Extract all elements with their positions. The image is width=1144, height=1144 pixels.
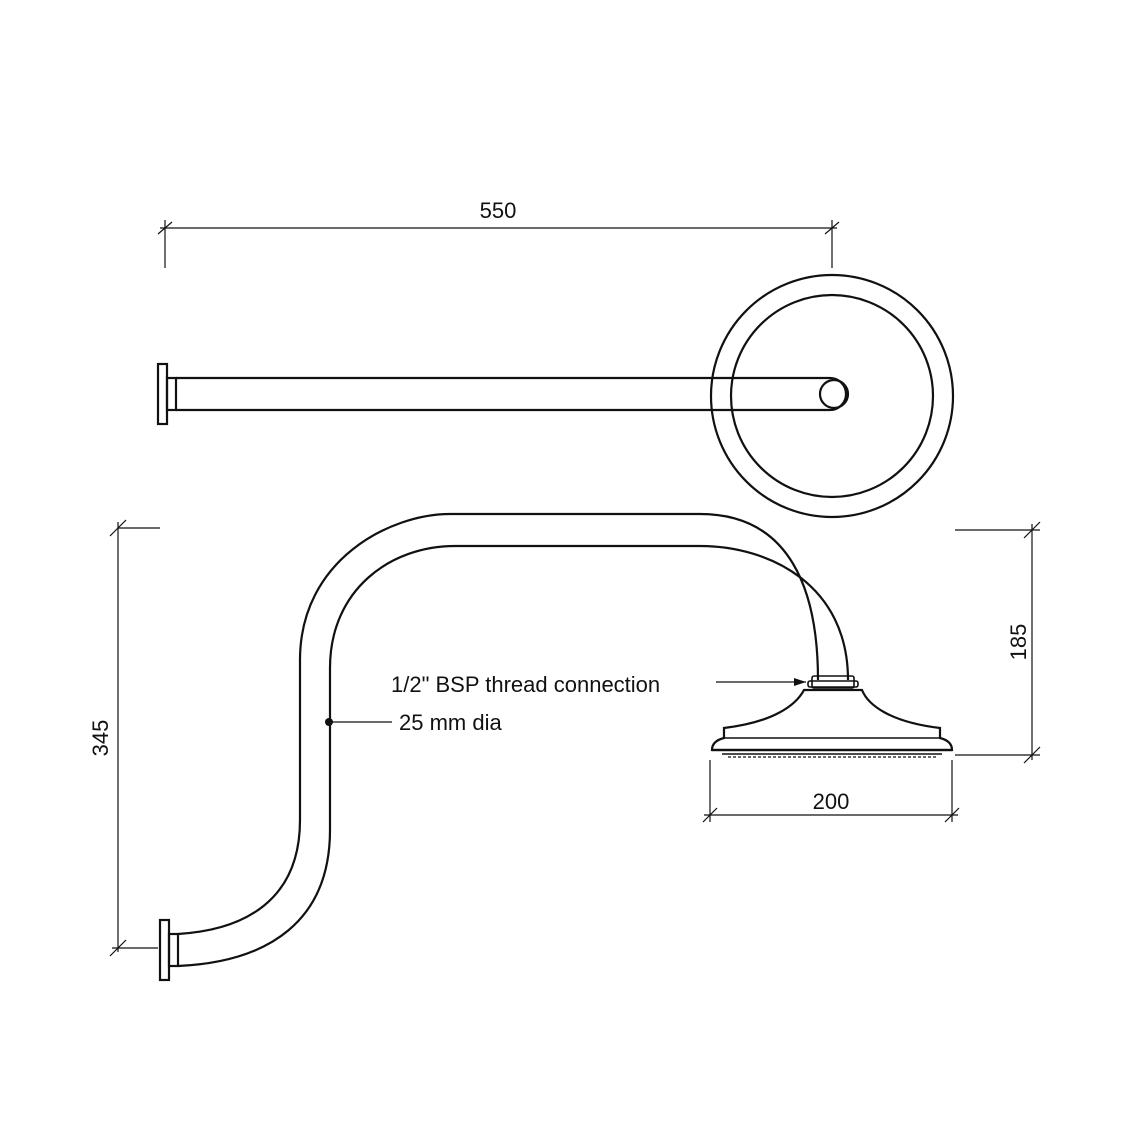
dimension-label-185: 185 (1006, 624, 1031, 661)
wall-flange-elevation (158, 918, 180, 982)
callout-pipe-label: 25 mm dia (399, 710, 502, 735)
dimension-550: 550 (157, 198, 840, 268)
dimension-label-550: 550 (480, 198, 517, 223)
callout-thread: 1/2" BSP thread connection (391, 672, 806, 697)
dimension-200: 200 (702, 760, 960, 823)
arm-elevation (177, 512, 850, 968)
elevation-view: 345 185 200 (88, 512, 1041, 982)
dimension-label-200: 200 (813, 789, 850, 814)
arm-plan (176, 376, 850, 412)
callout-thread-label: 1/2" BSP thread connection (391, 672, 660, 697)
dimension-345: 345 (88, 519, 160, 957)
callout-pipe: 25 mm dia (325, 710, 502, 735)
shower-head-plan (709, 273, 955, 519)
shower-head-elevation (710, 675, 954, 758)
wall-flange-plan (156, 362, 178, 426)
plan-view: 550 (156, 198, 955, 519)
dimension-label-345: 345 (88, 720, 113, 757)
dimension-185: 185 (955, 521, 1041, 764)
